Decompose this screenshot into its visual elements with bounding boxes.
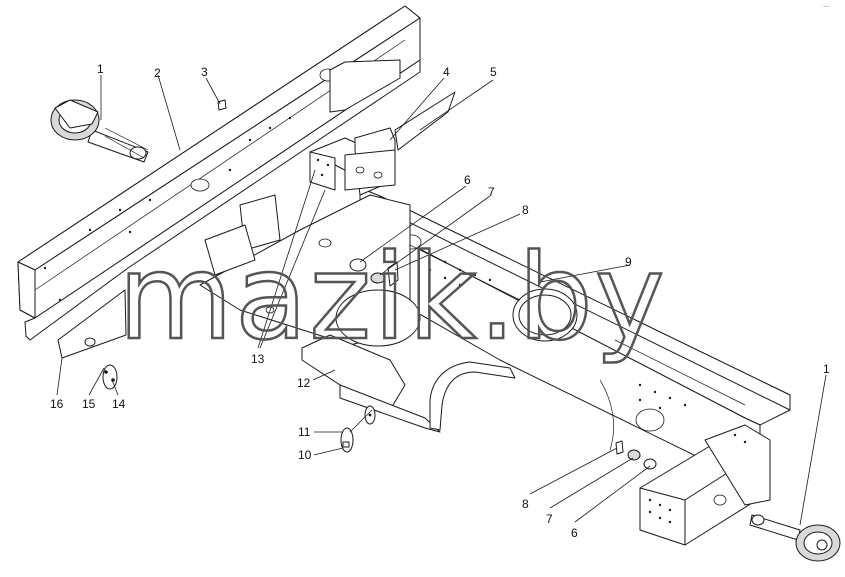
upper-brackets [309,91,456,196]
callout-12: 12 [297,376,311,390]
corner-mark: ·— [822,3,830,10]
callout-8-bottom: 8 [522,497,529,511]
lower-plate [301,334,441,433]
small-parts-14-15 [102,364,118,390]
watermark-text: mazik.by [118,228,667,366]
leader-lines [56,74,827,526]
callout-8-top: 8 [522,203,529,217]
front-cross-member [17,5,421,341]
fasteners-center [349,258,399,287]
callout-labels: 1 2 3 4 5 6 7 8 9 1 13 12 11 10 16 15 14… [50,62,830,540]
mounting-holes-front [43,116,292,302]
tow-hook-left [50,99,149,163]
callout-13: 13 [251,352,265,366]
rear-plate-holes [648,433,747,524]
main-frame-rail [359,187,791,481]
left-side-plate [57,289,127,359]
tow-hook-right [749,514,841,562]
callout-10: 10 [298,448,312,462]
callout-7-top: 7 [488,185,495,199]
callout-16: 16 [50,397,64,411]
callout-5: 5 [490,65,497,79]
rear-cross-member [639,424,771,546]
callout-4: 4 [443,65,450,79]
callout-6-bottom: 6 [571,526,578,540]
callout-7-bottom: 7 [546,512,553,526]
fasteners-rear [615,440,657,470]
callout-1-top: 1 [97,62,104,76]
curved-rod [429,361,614,451]
callout-2: 2 [154,66,161,80]
callout-9: 9 [625,255,632,269]
callout-14: 14 [112,397,126,411]
callout-11: 11 [298,425,311,439]
callout-6-top: 6 [464,173,471,187]
bolt-part-3 [217,99,227,111]
callout-1-bottom: 1 [823,362,830,376]
callout-3: 3 [201,65,208,79]
central-plate [199,194,421,347]
callout-15: 15 [82,397,96,411]
small-parts-10-11 [340,405,376,453]
